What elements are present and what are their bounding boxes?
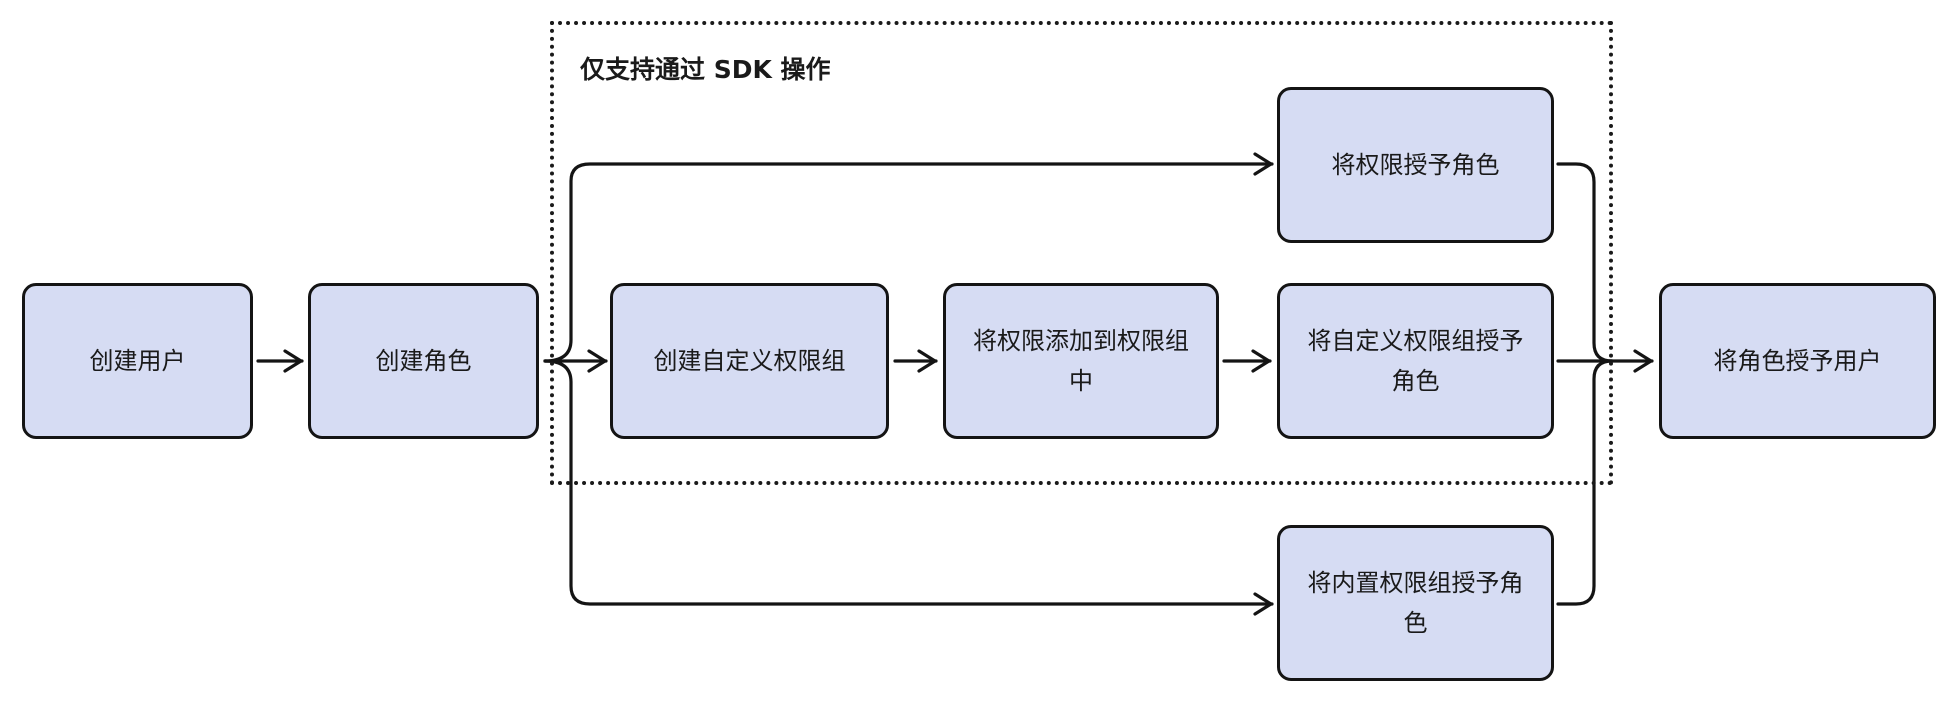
node-create-custom-group: 创建自定义权限组 [610,283,889,439]
node-grant-builtin-group-to-role: 将内置权限组授予角色 [1277,525,1554,681]
node-create-role: 创建角色 [308,283,539,439]
node-add-permission-to-group: 将权限添加到权限组中 [943,283,1219,439]
merge-from-grant-permission [1556,162,1614,363]
node-create-user: 创建用户 [22,283,253,439]
node-grant-role-to-user: 将角色授予用户 [1659,283,1936,439]
node-grant-custom-group-to-role: 将自定义权限组授予角色 [1277,283,1554,439]
sdk-only-group [550,21,1613,485]
node-grant-permission-to-role: 将权限授予角色 [1277,87,1554,243]
branch-to-grant-permission [543,152,1274,363]
merge-from-grant-builtin-group [1556,359,1614,606]
branch-to-grant-builtin-group [543,359,1274,616]
sdk-only-group-title: 仅支持通过 SDK 操作 [580,55,831,84]
